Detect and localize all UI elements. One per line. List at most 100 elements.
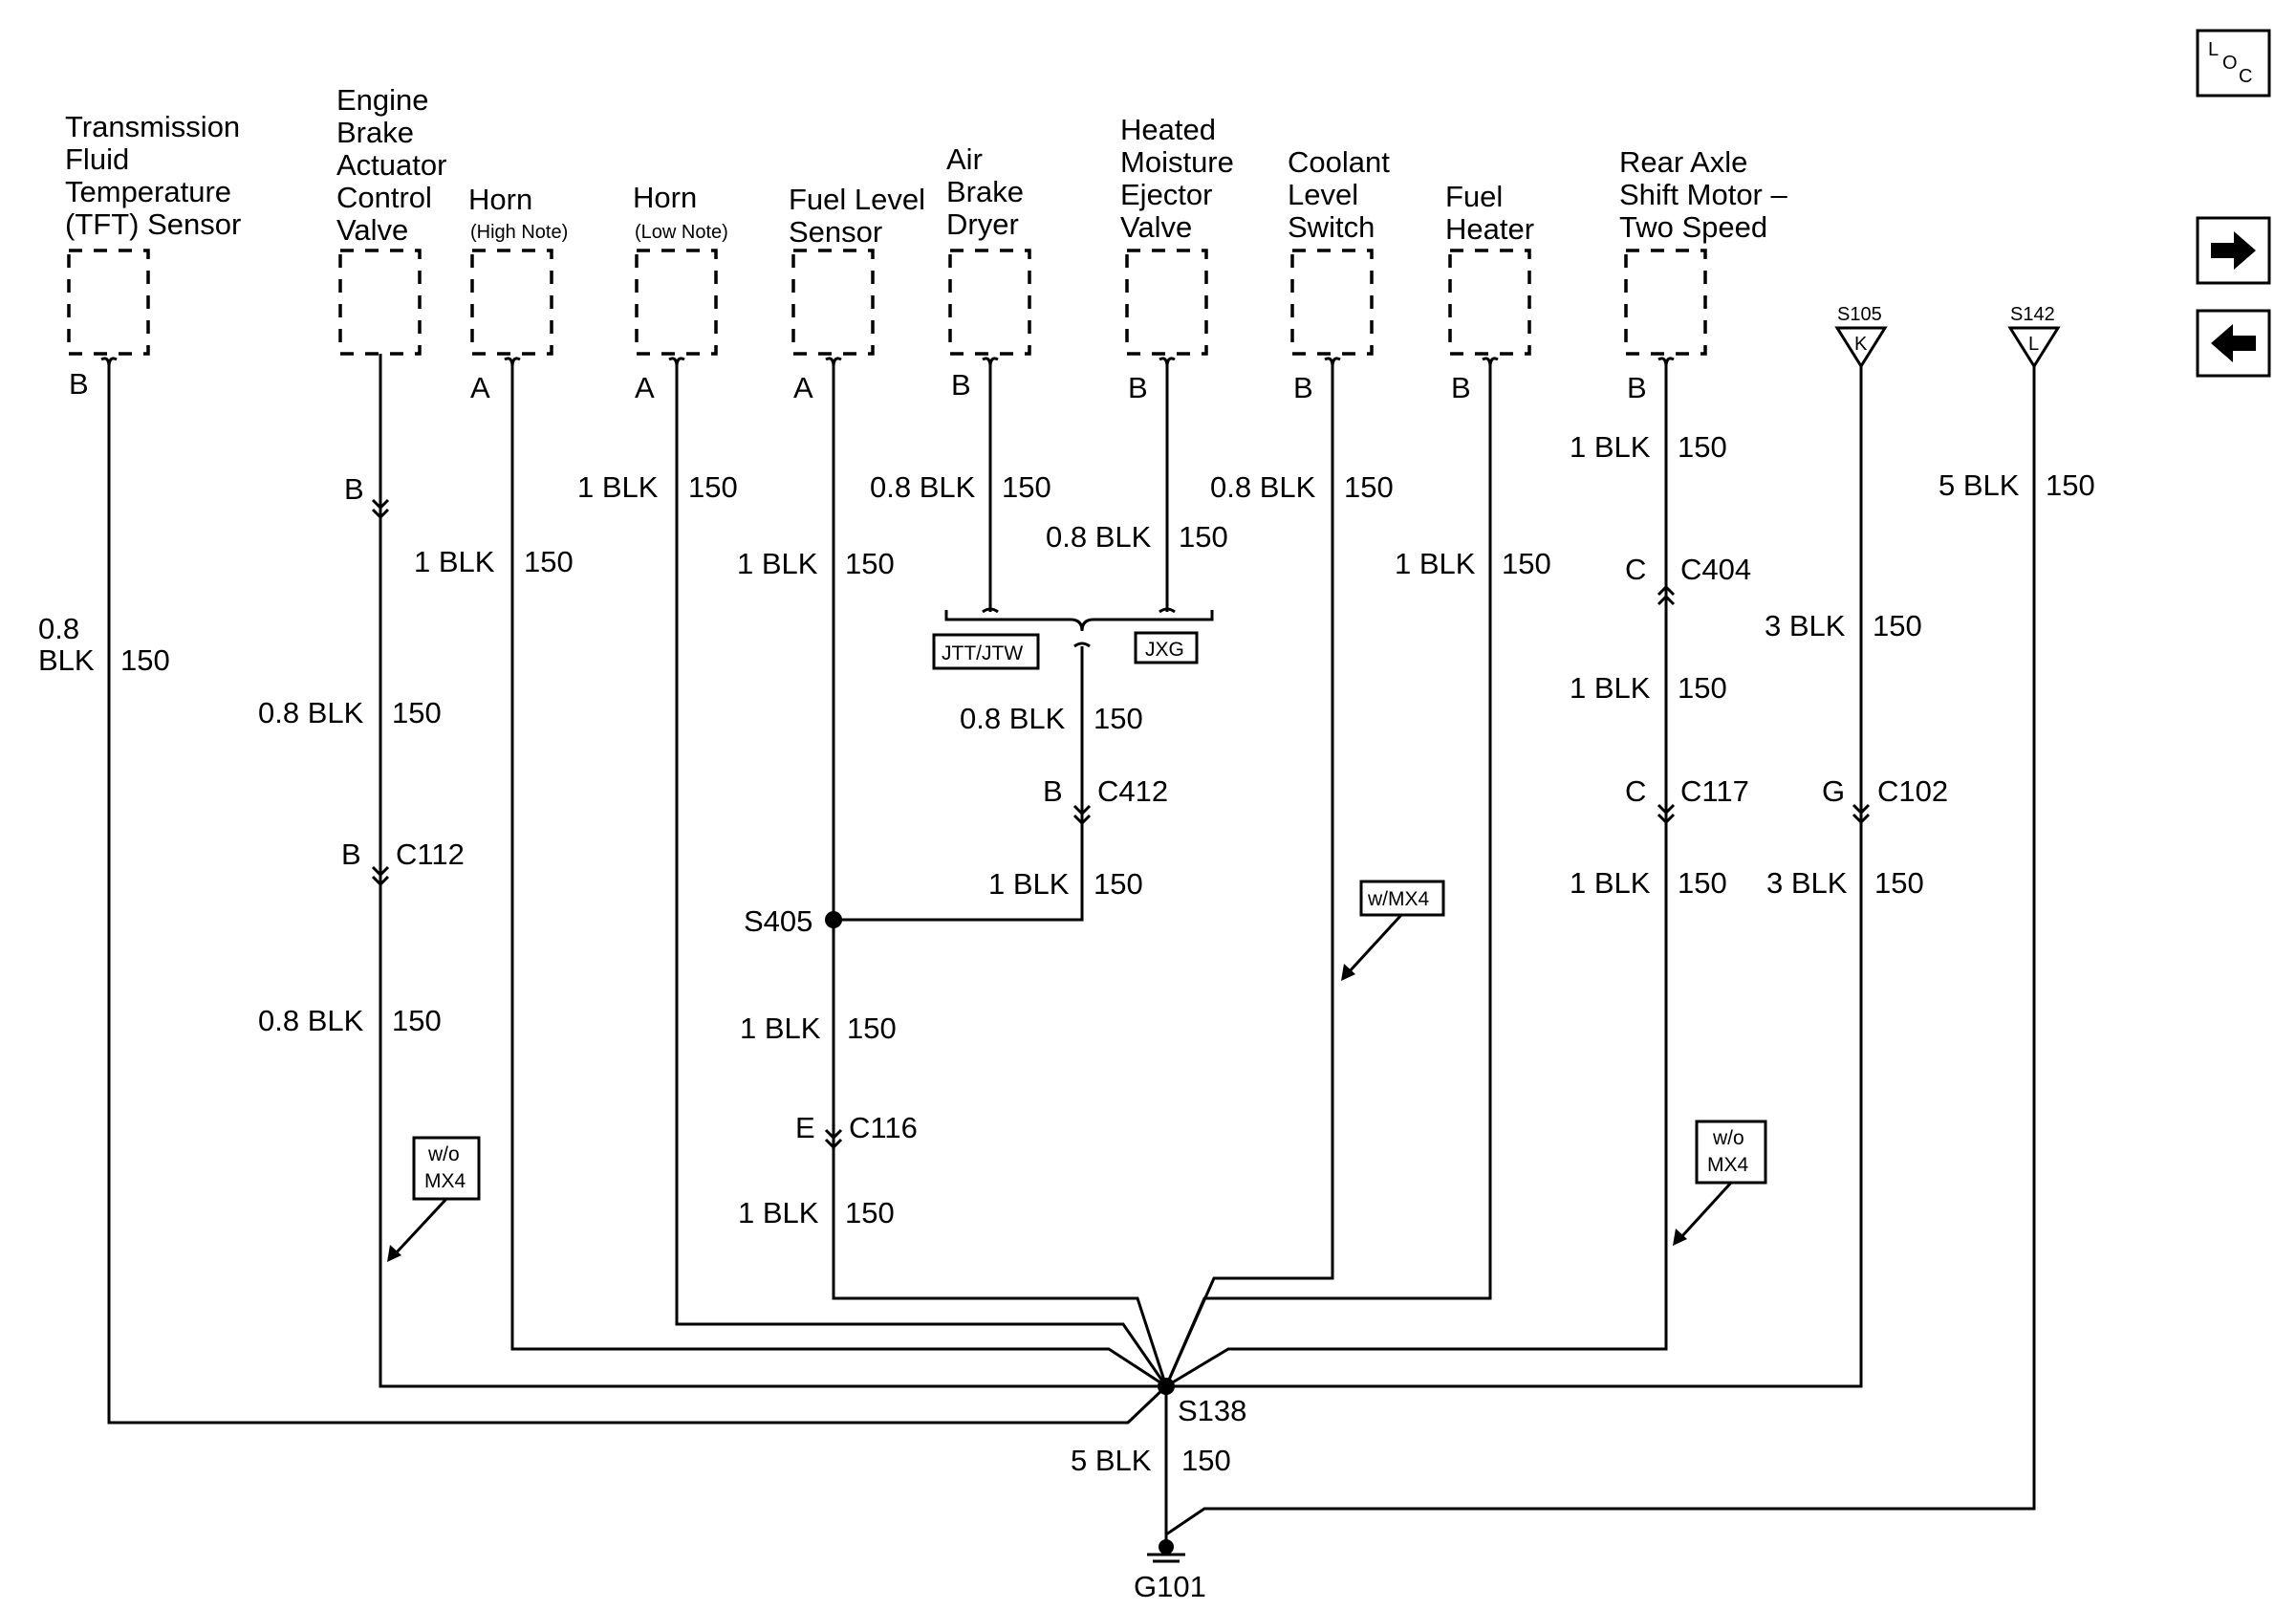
rear-axle-wire-2: 1 BLK xyxy=(1570,671,1651,705)
coolant-label-1: Coolant xyxy=(1288,145,1390,179)
eb-connector-pin: B xyxy=(344,472,364,506)
horn-low-label: Horn xyxy=(633,181,697,214)
tft-sensor-box xyxy=(67,249,150,356)
s105-wire-1: 3 BLK xyxy=(1765,609,1846,642)
next-page-button[interactable] xyxy=(2196,216,2271,285)
c117-pin: C xyxy=(1625,774,1646,808)
component-boxes xyxy=(67,249,1707,356)
eb-wire-2: 0.8 BLK xyxy=(258,1004,364,1037)
wire-coolant xyxy=(1164,365,1334,1387)
loc-letter-l: L xyxy=(2208,39,2219,60)
engine-brake-label-4: Control xyxy=(336,181,432,214)
component-labels: Transmission Fluid Temperature (TFT) Sen… xyxy=(65,83,1787,249)
engine-brake-label-5: Valve xyxy=(336,213,408,247)
option-brackets xyxy=(944,607,1214,648)
horn-low-wire-circuit: 150 xyxy=(688,470,738,504)
wire-labels: 0.8 BLK 150 0.8 BLK 150 0.8 BLK 150 1 BL… xyxy=(38,430,2095,1477)
air-brake-end-cap xyxy=(982,607,999,614)
heated-moisture-end-cap xyxy=(1159,607,1176,614)
air-brake-wire-circuit: 150 xyxy=(1002,470,1051,504)
c112-label: C112 xyxy=(396,838,465,871)
c412-pin: B xyxy=(1043,774,1063,808)
s142-label: S142 xyxy=(2010,304,2055,325)
air-brake-wire: 0.8 BLK xyxy=(870,470,976,504)
c116-label: C116 xyxy=(849,1111,918,1144)
s142-pin: L xyxy=(2028,334,2039,355)
option-box-jxg xyxy=(1134,631,1199,664)
jumper-wire-2: 1 BLK xyxy=(988,867,1070,901)
horn-high-wire: 1 BLK xyxy=(414,545,495,578)
wire-horn-high xyxy=(510,365,1167,1388)
loc-letter-c: C xyxy=(2239,66,2252,87)
previous-page-button[interactable] xyxy=(2196,309,2271,378)
horn-high-wire-circuit: 150 xyxy=(524,545,574,578)
coolant-label-3: Switch xyxy=(1288,210,1375,244)
wo-left-pointer xyxy=(393,1197,448,1256)
loc-letter-o: O xyxy=(2222,53,2238,74)
c412-connector xyxy=(1072,804,1092,826)
tft-label-2: Fluid xyxy=(65,142,129,176)
connector-symbols xyxy=(371,498,1871,1150)
wire-fuel-heater xyxy=(1164,365,1492,1387)
s142-wire: 5 BLK xyxy=(1939,468,2020,502)
c112-connector xyxy=(371,865,390,887)
heated-moisture-label-2: Moisture xyxy=(1120,145,1234,179)
option-wmx4-label: w/MX4 xyxy=(1367,888,1430,910)
coolant-level-switch-box xyxy=(1290,249,1374,356)
fuel-level-label-2: Sensor xyxy=(789,215,882,249)
option-box-wo-right xyxy=(1695,1120,1767,1185)
g101-label: G101 xyxy=(1134,1570,1206,1603)
engine-brake-valve-box xyxy=(338,249,422,356)
s142-triangle-icon xyxy=(2007,326,2061,369)
heated-moisture-label-1: Heated xyxy=(1120,113,1216,146)
fuel-level-label-1: Fuel Level xyxy=(789,183,925,216)
option-jxg-label: JXG xyxy=(1145,639,1184,661)
c102-label: C102 xyxy=(1877,774,1948,808)
tft-wire-color: BLK xyxy=(38,643,95,677)
loc-icon[interactable] xyxy=(2196,29,2271,98)
fuel-heater-label-2: Heater xyxy=(1445,212,1534,246)
horn-low-wire: 1 BLK xyxy=(577,470,659,504)
wire-s142 xyxy=(1165,366,2036,1536)
coolant-wire-circuit: 150 xyxy=(1344,470,1394,504)
fuel-heater-label-1: Fuel xyxy=(1445,180,1503,213)
ground-wire-circuit: 150 xyxy=(1181,1444,1231,1477)
s105-triangle-icon xyxy=(1834,326,1888,369)
wire-s105 xyxy=(1166,366,1863,1388)
horn-high-label: Horn xyxy=(468,183,532,216)
jumper-wire-1: 0.8 BLK xyxy=(960,702,1066,735)
fuel-heater-box xyxy=(1448,249,1531,356)
loc-button[interactable]: L O C xyxy=(2196,29,2271,98)
fuel-level-pin: A xyxy=(793,371,813,404)
option-wo-left-1: w/o xyxy=(427,1143,460,1165)
c116-pin: E xyxy=(795,1111,815,1144)
fuel-level-wire-3: 1 BLK xyxy=(738,1196,819,1229)
eb-inline-connector xyxy=(371,498,390,520)
c116-connector xyxy=(824,1128,843,1150)
rear-axle-label-1: Rear Axle xyxy=(1619,145,1747,179)
option-wo-left-2: MX4 xyxy=(424,1170,466,1192)
c404-connector xyxy=(1657,584,1676,606)
air-brake-dryer-box xyxy=(948,249,1031,356)
fuel-level-wire-3-circuit: 150 xyxy=(845,1196,895,1229)
splice-ref-s142: S142 L xyxy=(2007,304,2061,369)
fuel-heater-pin: B xyxy=(1451,371,1471,404)
air-brake-label-1: Air xyxy=(946,142,983,176)
splice-ref-s105: S105 K xyxy=(1834,304,1888,369)
tft-label-1: Transmission xyxy=(65,110,240,143)
tft-pin: B xyxy=(69,367,89,401)
c117-label: C117 xyxy=(1680,774,1749,808)
wires xyxy=(107,354,2036,1541)
option-wo-right-2: MX4 xyxy=(1707,1154,1749,1176)
option-box-wmx4 xyxy=(1359,880,1445,917)
air-brake-label-3: Dryer xyxy=(946,207,1019,241)
arrow-right-shape xyxy=(2211,231,2256,270)
rear-axle-label-3: Two Speed xyxy=(1619,210,1767,244)
coolant-pin: B xyxy=(1293,371,1313,404)
jumper-wire-1-circuit: 150 xyxy=(1094,702,1143,735)
rear-axle-wire-2-circuit: 150 xyxy=(1678,671,1727,705)
engine-brake-label-2: Brake xyxy=(336,116,414,149)
s405-splice-dot xyxy=(825,911,842,928)
heated-moisture-label-4: Valve xyxy=(1120,210,1192,244)
